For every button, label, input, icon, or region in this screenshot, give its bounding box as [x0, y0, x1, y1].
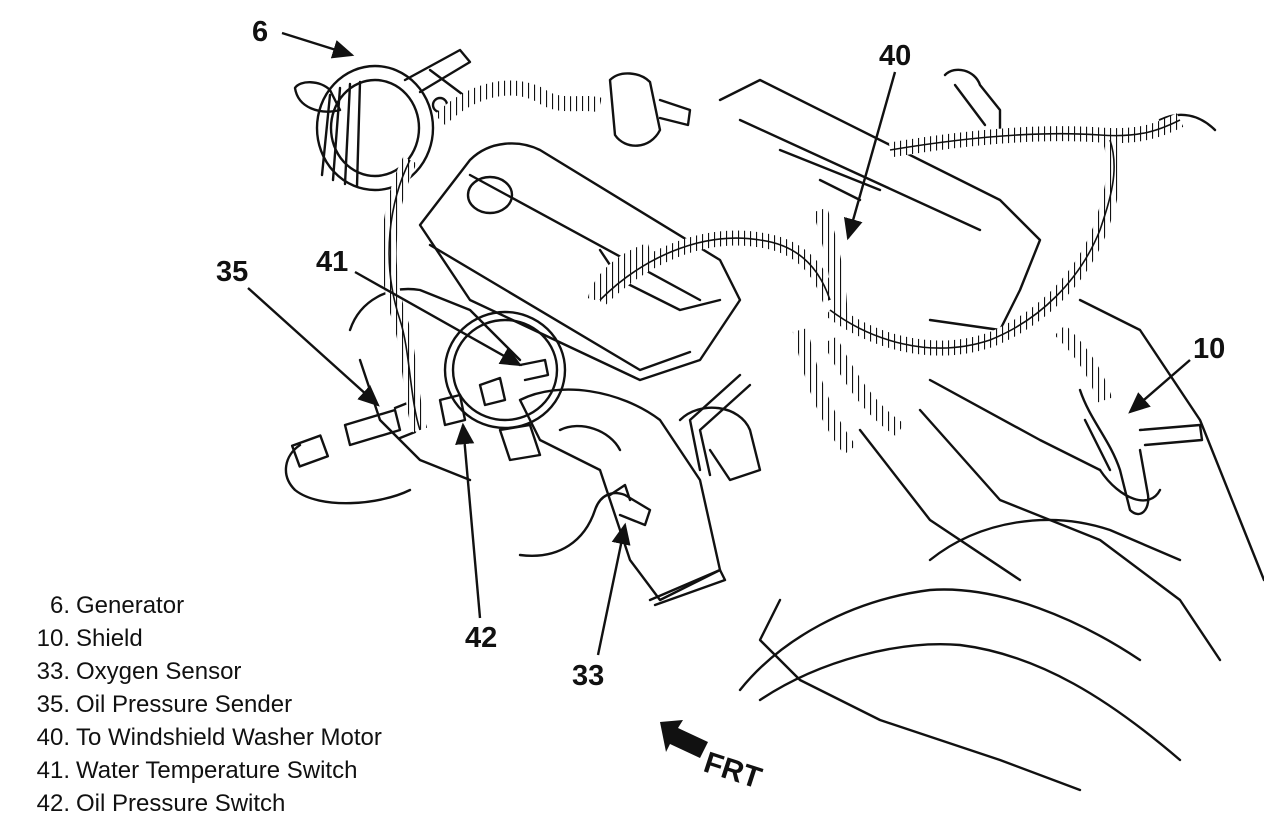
oxygen-sensor: [518, 483, 652, 557]
legend-label: Shield: [76, 625, 143, 652]
leader-line-42: [455, 422, 482, 619]
callout-42: 42: [465, 622, 498, 654]
legend-item: 6. Generator: [14, 589, 382, 622]
legend-label: Generator: [76, 592, 185, 619]
harness-outline: [388, 119, 1181, 431]
leader-line-40: [843, 71, 897, 241]
legend-label: Oil Pressure Switch: [76, 790, 286, 817]
legend-number: 42.: [36, 790, 70, 817]
engine-block-lower: [348, 287, 1264, 792]
legend-number: 40.: [36, 724, 70, 751]
legend-number: 35.: [36, 691, 70, 718]
leader-line-41: [354, 270, 523, 367]
legend-label: Water Temperature Switch: [76, 757, 358, 784]
legend-item: 35. Oil Pressure Sender: [14, 688, 382, 721]
callout-10: 10: [1193, 333, 1226, 365]
legend-item: 10. Shield: [14, 622, 382, 655]
callout-35: 35: [216, 256, 249, 288]
leader-line-33: [596, 522, 631, 656]
legend-number: 6.: [49, 592, 70, 619]
exhaust-manifold: [518, 388, 762, 607]
shield: [1078, 388, 1150, 516]
legend-item: 40. To Windshield Washer Motor: [14, 721, 382, 754]
leader-line-35: [247, 287, 380, 407]
parts-legend: 6. Generator 10. Shield 33. Oxygen Senso…: [14, 589, 382, 820]
front-direction-arrow: [660, 720, 708, 758]
callout-6: 6: [252, 16, 269, 48]
legend-label: Oil Pressure Sender: [76, 691, 293, 718]
hoses: [688, 68, 1217, 477]
leader-line-6: [281, 31, 355, 59]
callout-40: 40: [879, 40, 912, 72]
legend-item: 33. Oxygen Sensor: [14, 655, 382, 688]
callout-33: 33: [572, 660, 605, 692]
callout-41: 41: [316, 246, 349, 278]
oil-pressure-sender: [284, 400, 417, 505]
leader-line-10: [1128, 359, 1191, 414]
switch-wiring-loop: [438, 310, 567, 462]
legend-number: 10.: [36, 625, 70, 652]
legend-label: To Windshield Washer Motor: [76, 724, 382, 751]
legend-number: 33.: [36, 658, 70, 685]
generator: [293, 48, 492, 192]
legend-item: 42. Oil Pressure Switch: [14, 787, 382, 820]
legend-item: 41. Water Temperature Switch: [14, 754, 382, 787]
legend-label: Oxygen Sensor: [76, 658, 242, 685]
legend-number: 41.: [36, 757, 70, 784]
valve-cover: [418, 142, 742, 382]
